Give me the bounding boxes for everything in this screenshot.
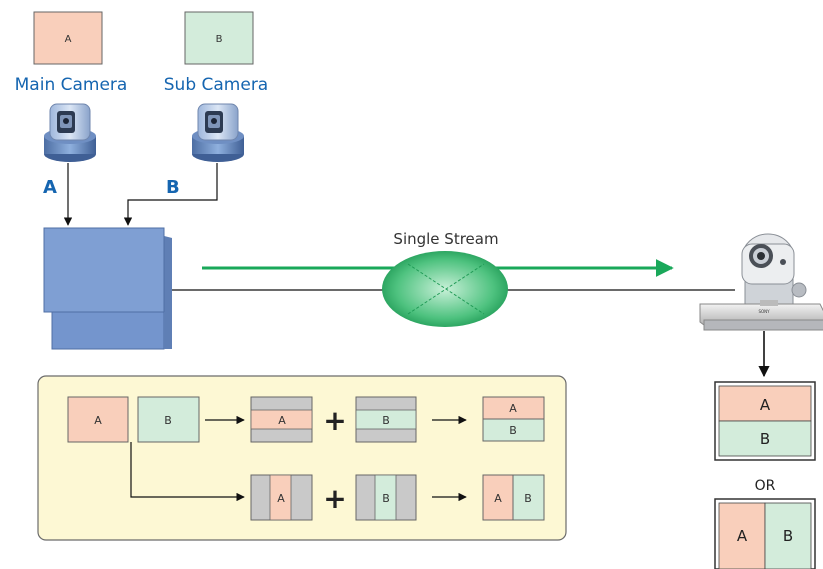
row2-result-right-label: B <box>524 492 532 505</box>
sub-camera-icon <box>192 103 244 162</box>
main-thumb-label: A <box>65 34 72 45</box>
output-screen-side-by-side <box>714 498 816 569</box>
output-stacked-top-label: A <box>760 396 771 414</box>
sub-thumb-label: B <box>216 34 223 45</box>
line-b-label: B <box>166 177 180 198</box>
video-conference-system-icon <box>699 233 823 331</box>
or-label: OR <box>755 478 776 494</box>
row1-frame-a <box>250 396 313 443</box>
main-camera-thumbnail: A <box>33 11 103 65</box>
stream-label: Single Stream <box>393 230 498 248</box>
process-source-a <box>67 396 129 443</box>
row2-frame-b-label: B <box>382 492 390 505</box>
row2-frame-a <box>250 474 313 521</box>
row1-frame-b-label: B <box>382 414 390 427</box>
row2-plus: + <box>323 482 346 515</box>
process-source-b-label: B <box>164 414 172 427</box>
row1-result-top-label: A <box>509 402 517 415</box>
main-camera-label: Main Camera <box>15 75 128 95</box>
row1-frame-b <box>355 396 417 443</box>
row2-arrow-1 <box>130 442 245 502</box>
process-source-a-label: A <box>94 414 102 427</box>
row1-result <box>482 396 545 442</box>
codec-unit-icon <box>43 227 172 350</box>
output-stacked-bottom-label: B <box>760 430 770 448</box>
sony-brand-label: SONY <box>758 309 770 314</box>
output-side-left-label: A <box>737 527 748 545</box>
network-cloud-icon <box>382 251 508 327</box>
main-camera-icon <box>44 103 96 162</box>
output-screen-stacked <box>714 381 816 461</box>
row2-frame-a-label: A <box>277 492 285 505</box>
row2-frame-b <box>355 474 417 521</box>
line-a-label: A <box>43 177 57 198</box>
process-source-b <box>137 396 200 443</box>
row2-result-left-label: A <box>494 492 502 505</box>
sub-camera-link <box>123 163 218 226</box>
sub-camera-thumbnail: B <box>184 11 254 65</box>
row2-result <box>482 474 545 521</box>
row1-result-bottom-label: B <box>509 424 517 437</box>
output-side-right-label: B <box>783 527 793 545</box>
sub-camera-label: Sub Camera <box>164 75 268 95</box>
row1-frame-a-label: A <box>278 414 286 427</box>
row1-plus: + <box>323 404 346 437</box>
